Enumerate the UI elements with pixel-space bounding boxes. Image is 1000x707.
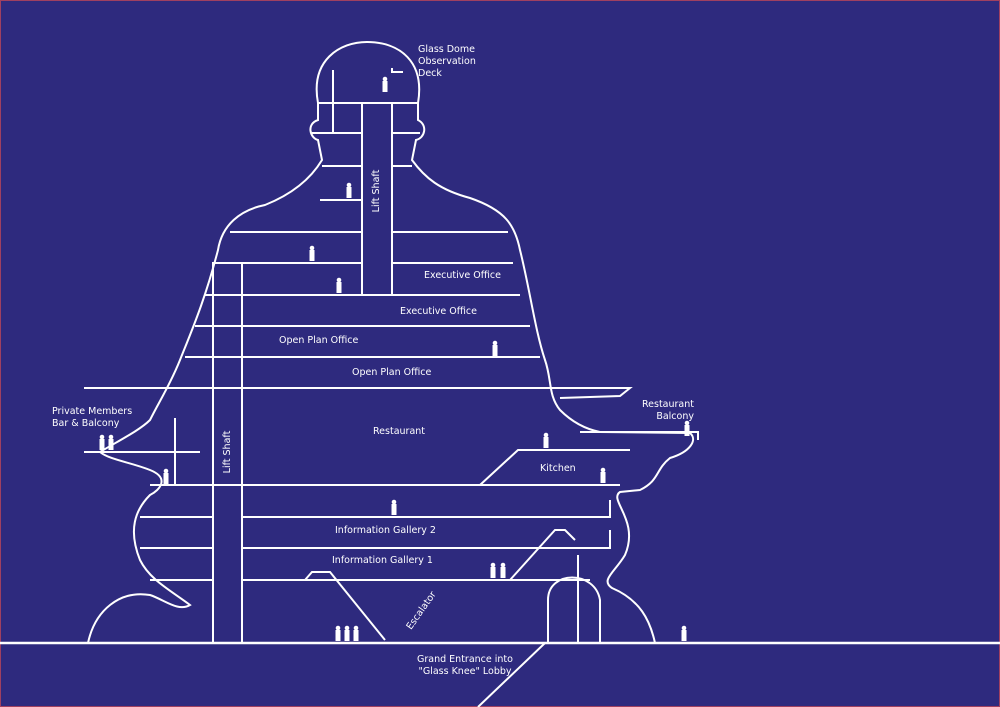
label-line: Deck xyxy=(418,68,442,79)
person-icons xyxy=(99,76,690,641)
label-grand-entrance: Grand Entrance into "Glass Knee" Lobby xyxy=(405,654,525,678)
label-lift-shaft-upper: Lift Shaft xyxy=(371,169,382,213)
label-line: "Glass Knee" Lobby xyxy=(418,666,512,677)
label-info-gallery-1: Information Gallery 1 xyxy=(332,555,433,566)
label-lift-shaft-lower: Lift Shaft xyxy=(222,430,233,474)
label-executive-office-2: Executive Office xyxy=(400,306,478,317)
label-glass-dome: Glass Dome Observation Deck xyxy=(418,44,476,80)
label-kitchen: Kitchen xyxy=(540,463,576,474)
label-info-gallery-2: Information Gallery 2 xyxy=(335,525,436,536)
label-line: Observation xyxy=(418,56,476,67)
label-restaurant: Restaurant xyxy=(373,426,426,437)
label-line: Bar & Balcony xyxy=(52,418,120,429)
figure-outline xyxy=(87,40,695,644)
label-line: Private Members xyxy=(52,406,133,417)
upper-lift-shaft xyxy=(361,102,393,296)
label-line: Balcony xyxy=(656,411,694,422)
label-executive-office-1: Executive Office xyxy=(424,270,502,281)
label-private-members: Private Members Bar & Balcony xyxy=(52,406,132,430)
label-open-plan-office-2: Open Plan Office xyxy=(352,367,432,378)
label-restaurant-balcony: Restaurant Balcony xyxy=(630,399,694,423)
label-line: Glass Dome xyxy=(418,44,475,55)
label-open-plan-office-1: Open Plan Office xyxy=(279,335,359,346)
label-line: Grand Entrance into xyxy=(417,654,513,665)
label-line: Restaurant xyxy=(641,399,694,410)
